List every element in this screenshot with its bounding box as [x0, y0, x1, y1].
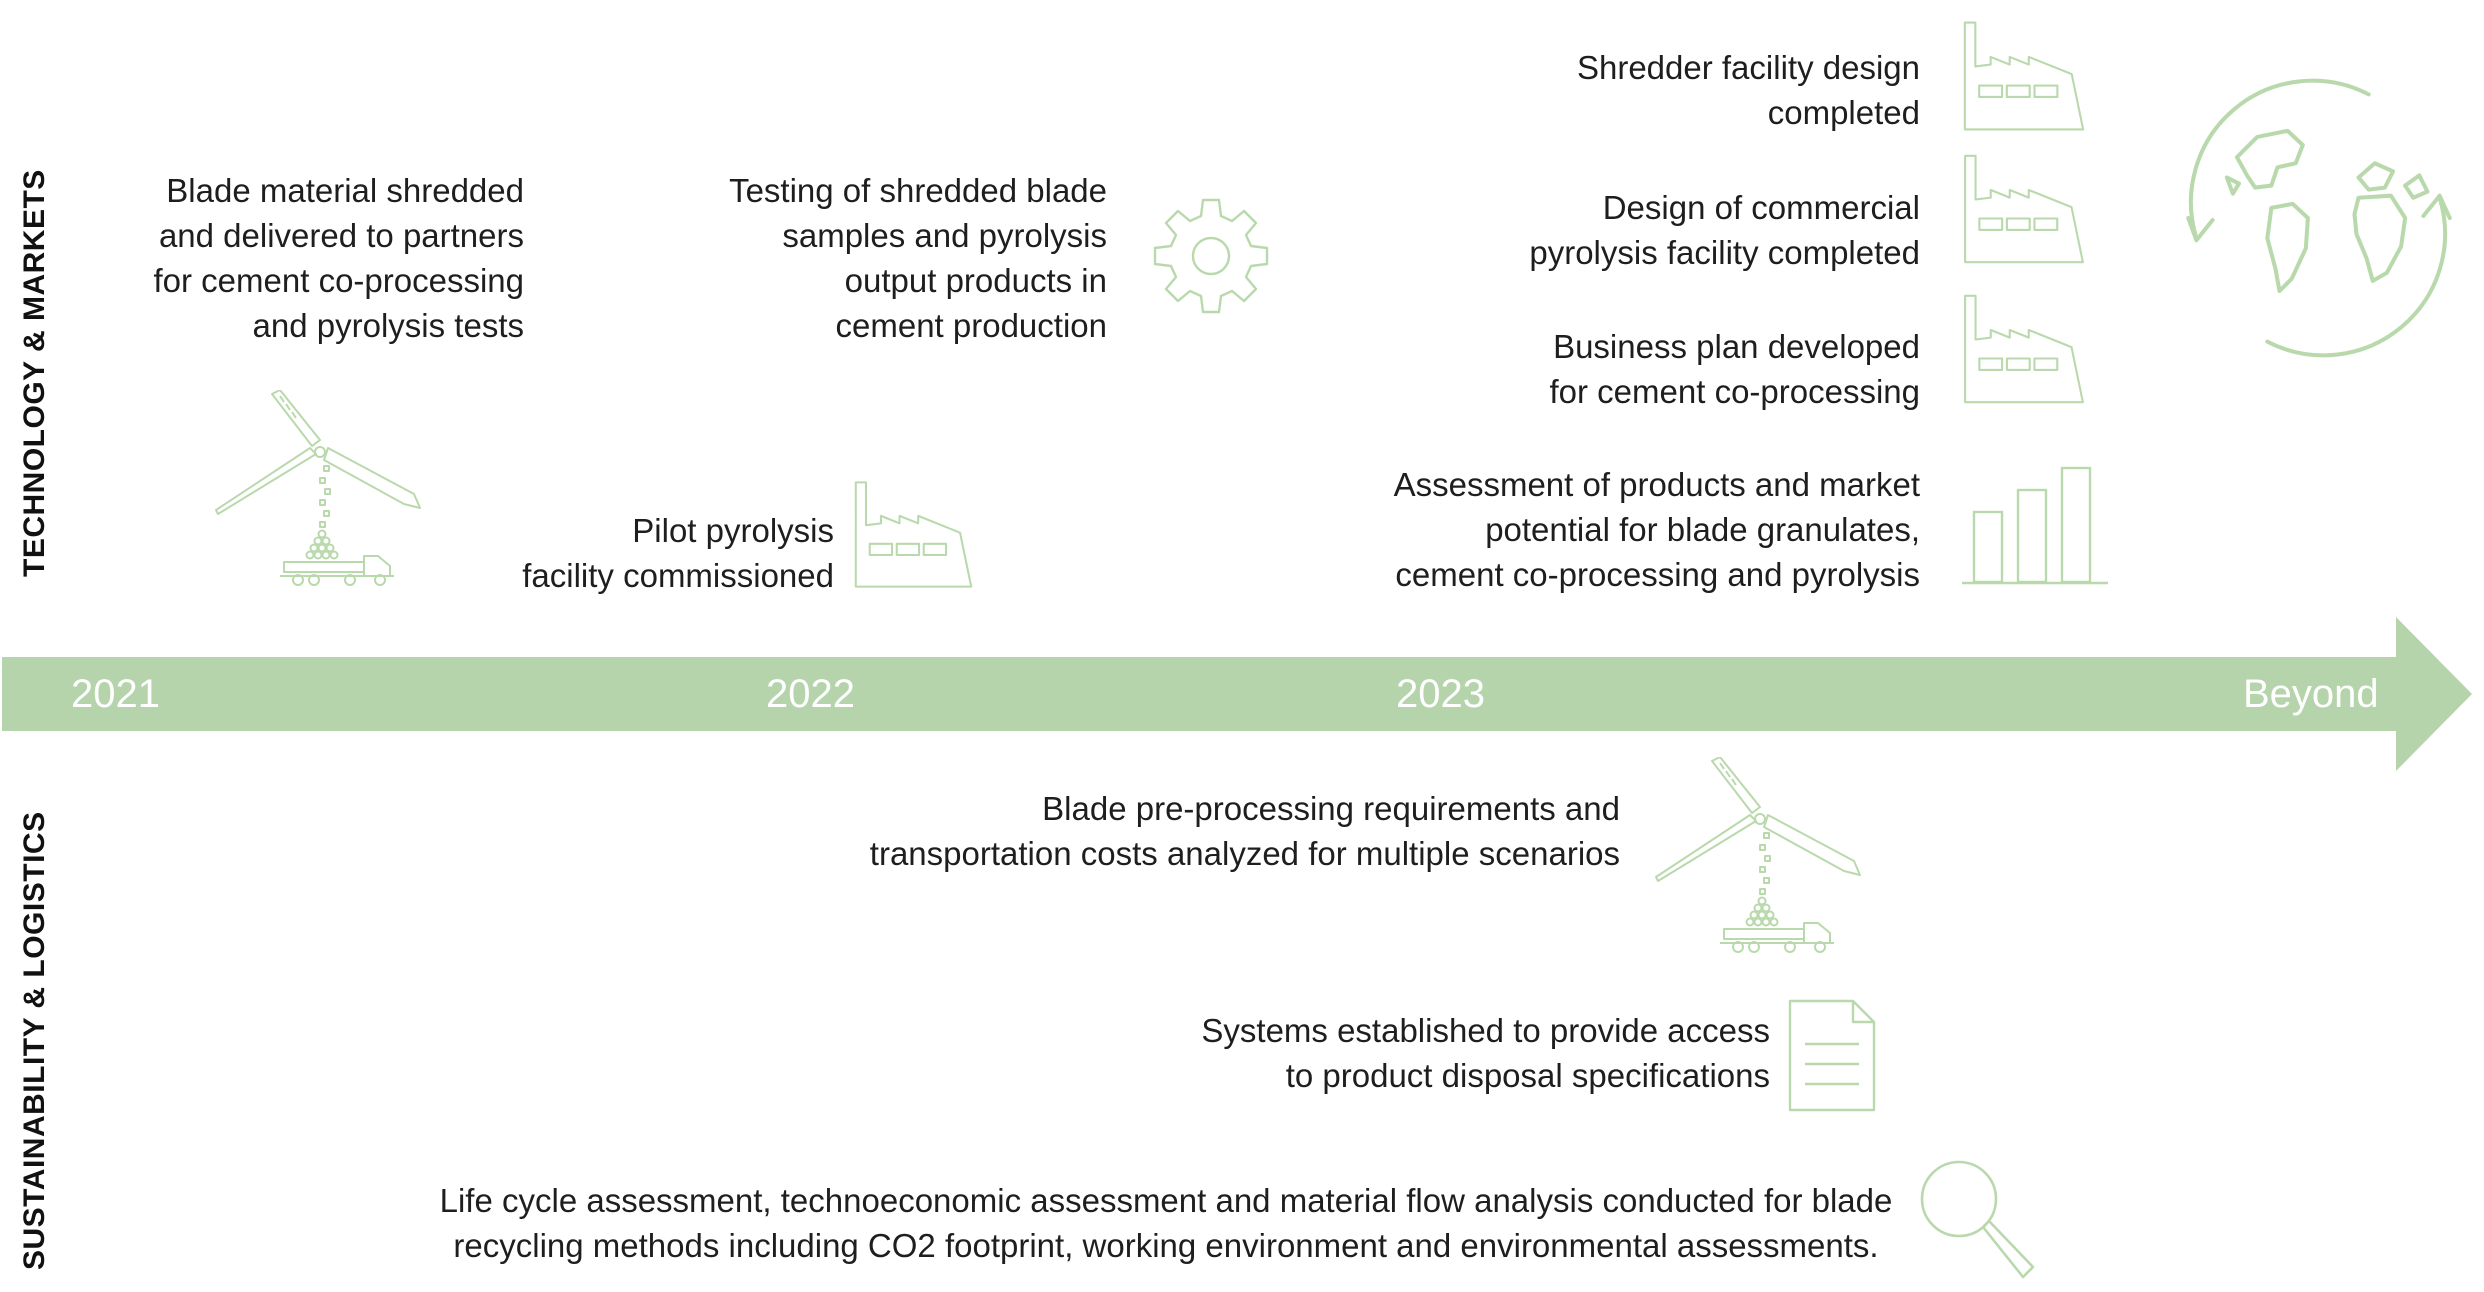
year-label-2023: 2023	[1396, 672, 1485, 716]
milestone-life-cycle-assessment: Life cycle assessment, technoeconomic as…	[439, 1182, 1893, 1264]
milestone-pilot-pyrolysis: Pilot pyrolysis facility commissioned	[522, 512, 834, 594]
factory-icon	[1962, 152, 2086, 266]
globe-recycle-icon	[2166, 66, 2470, 370]
wind-turbine-shredder-truck-icon	[1654, 757, 1874, 957]
milestone-shredder-design: Shredder facility design completed	[1576, 49, 1920, 131]
magnifier-icon	[1917, 1157, 2037, 1287]
milestone-preprocessing-requirements: Blade pre-processing requirements and tr…	[869, 790, 1620, 872]
gear-icon	[1151, 196, 1271, 316]
year-label-beyond: Beyond	[2243, 672, 2379, 716]
factory-icon	[1962, 18, 2086, 134]
milestone-blade-shredded: Blade material shredded and delivered to…	[153, 172, 525, 344]
factory-icon	[1962, 292, 2086, 406]
side-label-technology-markets: TECHNOLOGY & MARKETS	[18, 169, 51, 577]
bar-chart-icon	[1960, 466, 2110, 586]
year-label-2022: 2022	[766, 672, 855, 716]
milestone-commercial-pyrolysis: Design of commercial pyrolysis facility …	[1529, 189, 1920, 271]
side-label-sustainability-logistics: SUSTAINABILITY & LOGISTICS	[18, 811, 51, 1270]
milestone-testing-shredded: Testing of shredded blade samples and py…	[729, 172, 1107, 344]
factory-icon	[853, 476, 974, 593]
timeline-arrow	[2, 617, 2472, 771]
milestone-market-assessment: Assessment of products and market potent…	[1393, 466, 1920, 593]
wind-turbine-shredder-truck-icon	[214, 390, 434, 590]
milestone-disposal-specifications: Systems established to provide access to…	[1201, 1012, 1770, 1094]
milestone-business-plan: Business plan developed for cement co-pr…	[1549, 328, 1921, 410]
document-icon	[1787, 998, 1877, 1113]
year-label-2021: 2021	[71, 672, 160, 716]
